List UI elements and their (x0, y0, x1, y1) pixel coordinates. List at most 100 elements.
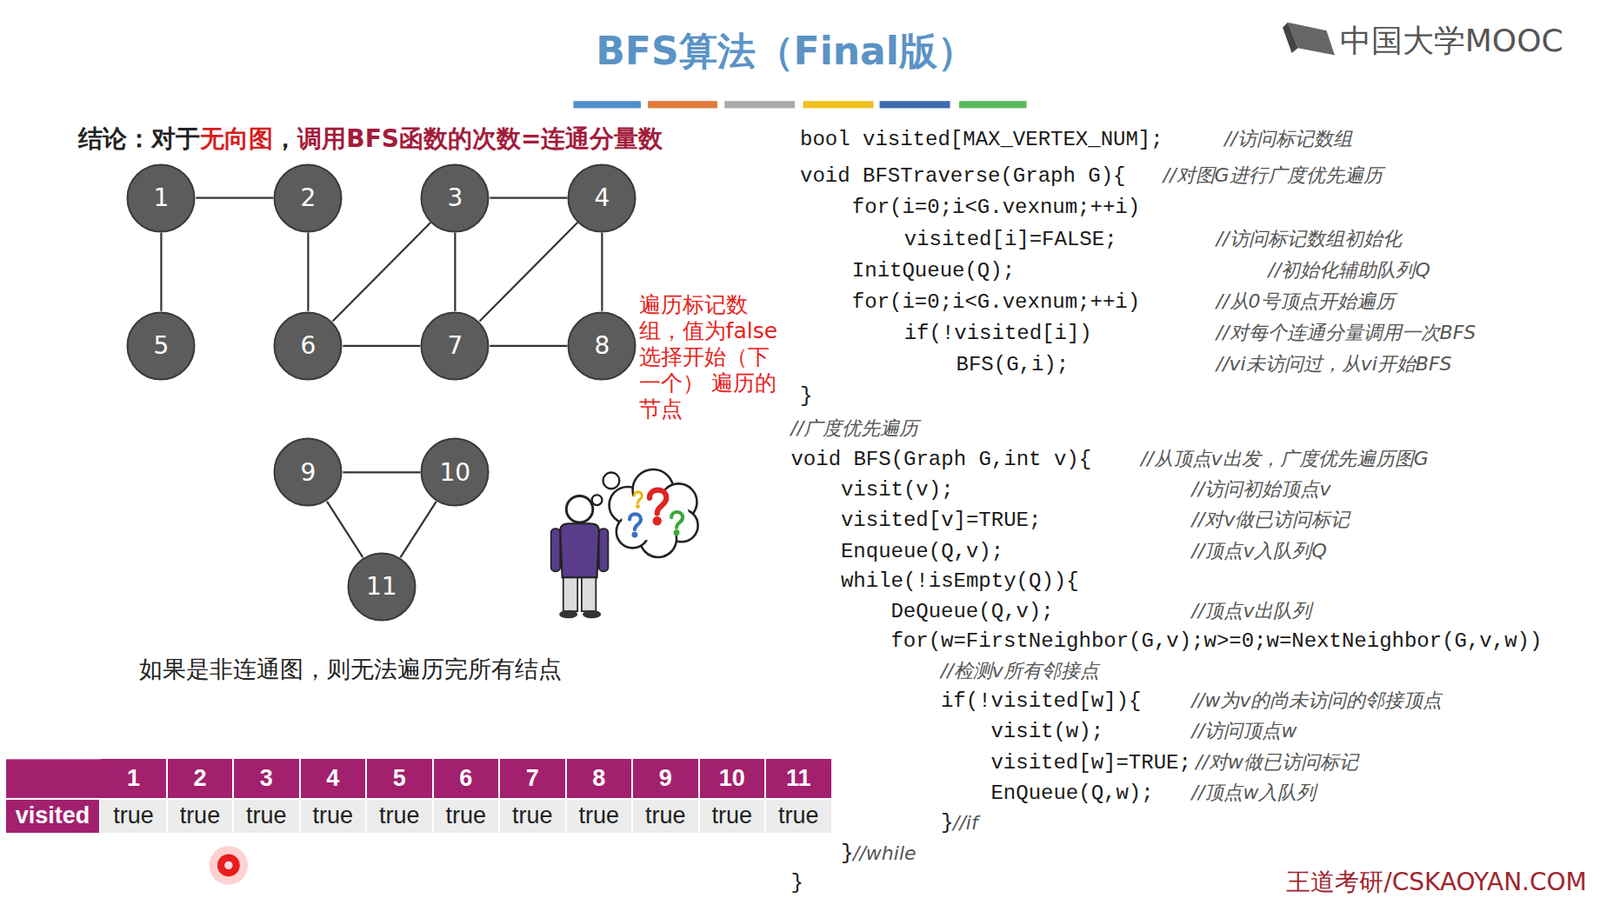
logo-icon (1282, 22, 1335, 56)
question-mark (671, 512, 683, 534)
table-header-cell: 11 (766, 759, 833, 799)
code-comment: //while (853, 842, 917, 865)
code-comment: //w为v的尚未访问的邻接顶点 (1192, 687, 1443, 714)
code-line: void BFS(Graph G,int v){ (790, 447, 1092, 472)
code-line: if(!visited[w]){ (940, 689, 1141, 714)
conclusion-text: ， (273, 124, 298, 154)
record-highlight (224, 861, 233, 870)
vertex-disc (568, 312, 636, 380)
person-shoe (559, 610, 578, 619)
vertex-disc (127, 164, 195, 232)
table-header-cell: 6 (433, 759, 500, 799)
person-shoe (582, 610, 601, 619)
vertex-number: 7 (446, 331, 463, 360)
color-bar (880, 100, 951, 108)
table-header-cell: 9 (633, 759, 700, 799)
vertex-number: 2 (300, 183, 316, 213)
vertex-number: 6 (300, 331, 316, 360)
vertex-number: 3 (446, 183, 463, 213)
question-marks (629, 490, 683, 537)
table-header-cell: 8 (566, 759, 634, 799)
code-line: visited[w]=TRUE; (990, 750, 1191, 774)
vertex-number: 8 (593, 331, 610, 360)
vertex-number: 4 (593, 183, 610, 213)
code-line: } (790, 871, 803, 895)
code-comment: //对图G进行广度优先遍历 (1163, 162, 1383, 189)
vertex-circle: 3 (420, 163, 490, 234)
graph-edge (333, 222, 432, 321)
code-line: visited[v]=TRUE; (840, 508, 1041, 533)
graph-edge (326, 501, 363, 558)
code-line: for(i=0;i<G.vexnum;++i) (852, 195, 1140, 220)
graph-edge (306, 233, 309, 312)
table-header-cell: 4 (300, 759, 367, 799)
thought-cloud (609, 469, 699, 558)
table-cell: true (433, 798, 500, 834)
record-glow (209, 846, 249, 886)
table-cell: true (233, 798, 300, 834)
table-header-cell: 2 (167, 759, 234, 799)
color-bar (647, 100, 718, 108)
code-line: InitQueue(Q); (852, 258, 1015, 282)
code-line: BFS(G,i); (956, 352, 1070, 376)
code-comment: //顶点v入队列Q (1192, 538, 1327, 565)
graph-edge (195, 197, 274, 200)
code-comment: //对每个连通分量调用一次BFS (1216, 320, 1477, 347)
table-corner-cell (6, 759, 101, 799)
vertex-disc (127, 312, 195, 380)
vertex-disc (274, 439, 342, 507)
vertex-number: 11 (366, 572, 398, 601)
conclusion-text: 无向图 (200, 124, 274, 154)
vertex-number: 9 (300, 458, 316, 487)
vertex-disc (421, 164, 489, 232)
table-row-label: visited (6, 798, 101, 834)
vertex-circle: 5 (126, 311, 196, 381)
vertex-circle: 8 (566, 311, 637, 381)
table-cell: true (100, 798, 167, 834)
table-header-cell: 5 (366, 759, 434, 799)
code-comment: //访问标记数组 (1224, 126, 1353, 153)
code-line: } (840, 841, 854, 866)
code-comment: //对w做已访问标记 (1195, 749, 1359, 776)
table-header-cell: 10 (700, 759, 767, 799)
graph-edge (400, 501, 437, 558)
question-mark (629, 513, 641, 536)
table-cell: true (300, 798, 367, 834)
vertex-disc (568, 164, 636, 232)
table-header-cell: 1 (100, 759, 167, 799)
note-text: 如果是非连通图，则无法遍历完所有结点 (139, 653, 562, 686)
thinking-person (551, 469, 699, 619)
code-comment: //if (953, 811, 979, 834)
person-leg (581, 577, 596, 612)
logo-text: 中国大学MOOC (1340, 19, 1564, 62)
graph-edge (489, 345, 567, 347)
conclusion-text: 结论：对于 (78, 124, 200, 154)
graph-edge (342, 471, 420, 474)
code-line: visit(w); (990, 720, 1104, 744)
vertex-disc (274, 164, 342, 232)
code-line: bool visited[MAX_VERTEX_NUM]; (800, 126, 1164, 151)
table-cell: true (766, 798, 833, 834)
table-cell: true (167, 798, 234, 834)
code-comment: //vi未访问过，从vi开始BFS (1216, 351, 1453, 378)
table-cell: true (566, 798, 634, 834)
code-line: visited[i]=FALSE; (904, 226, 1118, 251)
vertex-circle: 11 (346, 552, 417, 622)
thought-dot (592, 494, 603, 506)
table-cell: true (366, 798, 434, 834)
code-comment: //访问顶点w (1192, 718, 1298, 745)
table-cell: true (500, 798, 567, 834)
person-arm (599, 528, 609, 572)
question-mark (633, 492, 642, 508)
graph-edge (489, 197, 567, 200)
annotation-note: 遍历标记数组，值为false 选择开始（下一个） 遍历的节点 (639, 292, 787, 423)
vertex-circle: 9 (273, 437, 343, 507)
vertex-circle: 2 (273, 163, 343, 234)
conclusion-text: 调用BFS函数的次数=连通分量数 (297, 124, 663, 154)
person-body (560, 523, 600, 578)
code-line: Enqueue(Q,v); (840, 539, 1004, 563)
code-line: DeQueue(Q,v); (890, 599, 1054, 623)
code-comment: //广度优先遍历 (790, 415, 919, 442)
code-line: for(i=0;i<G.vexnum;++i) (852, 290, 1140, 314)
record-dot (217, 854, 240, 878)
